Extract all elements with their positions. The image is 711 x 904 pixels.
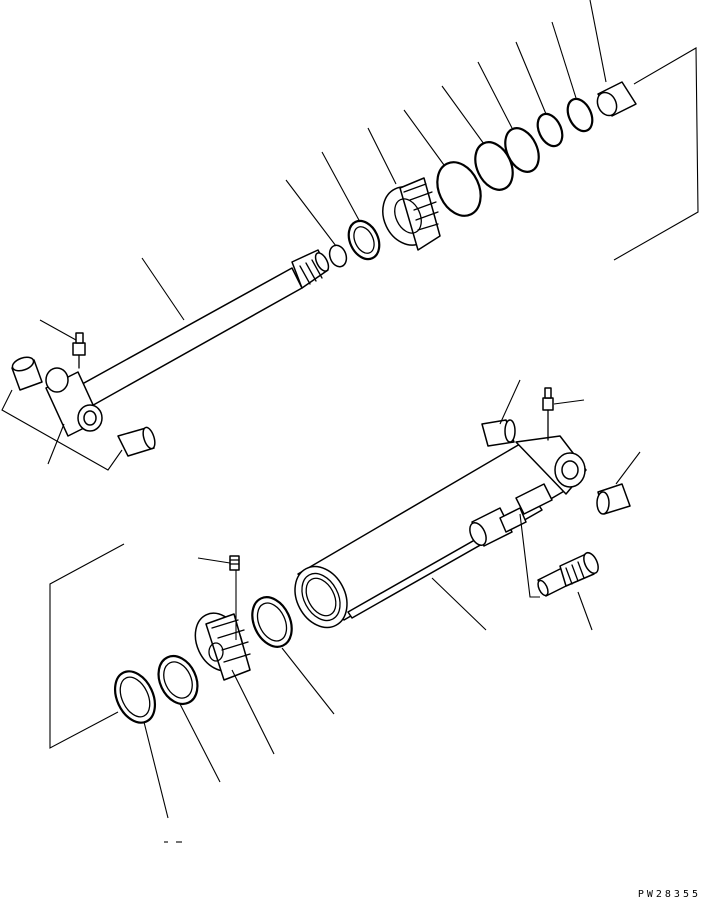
- set-screw: [230, 556, 239, 570]
- o-ring-4: [533, 110, 567, 150]
- bushing-lower-left: [482, 420, 515, 446]
- o-ring-5: [563, 95, 597, 135]
- piston-ring-large: [245, 591, 300, 653]
- lower-assembly: [50, 380, 640, 842]
- upper-assembly: [2, 0, 698, 470]
- grease-fitting-upper: [73, 333, 85, 368]
- reference-bracket-upper: [614, 48, 698, 260]
- wear-ring: [151, 650, 205, 711]
- rod-packing: [343, 216, 385, 264]
- bushing-left-upper: [11, 355, 42, 390]
- grease-fitting-lower: [543, 388, 553, 440]
- hydraulic-pipe: [348, 484, 552, 618]
- ball-seal: [327, 243, 350, 269]
- bushing-lower-right: [597, 484, 630, 514]
- cylinder-tube: [285, 444, 566, 637]
- bottom-eye: [516, 436, 586, 494]
- bushing-top-right: [594, 82, 636, 119]
- back-up-ring: [107, 665, 162, 729]
- leader-lines-upper: [2, 0, 606, 470]
- piston: [186, 606, 251, 680]
- o-ring-3: [499, 123, 546, 177]
- cylinder-head: [374, 178, 443, 253]
- picture-id-label: PW28355: [637, 889, 701, 900]
- valve-fitting: [536, 550, 601, 596]
- bushing-right-upper: [118, 426, 157, 456]
- rod-eye: [46, 368, 102, 436]
- reference-bracket-lower: [50, 544, 124, 748]
- o-ring-1: [429, 155, 489, 223]
- piston-rod: [75, 250, 331, 408]
- leader-lines-lower: [144, 380, 640, 842]
